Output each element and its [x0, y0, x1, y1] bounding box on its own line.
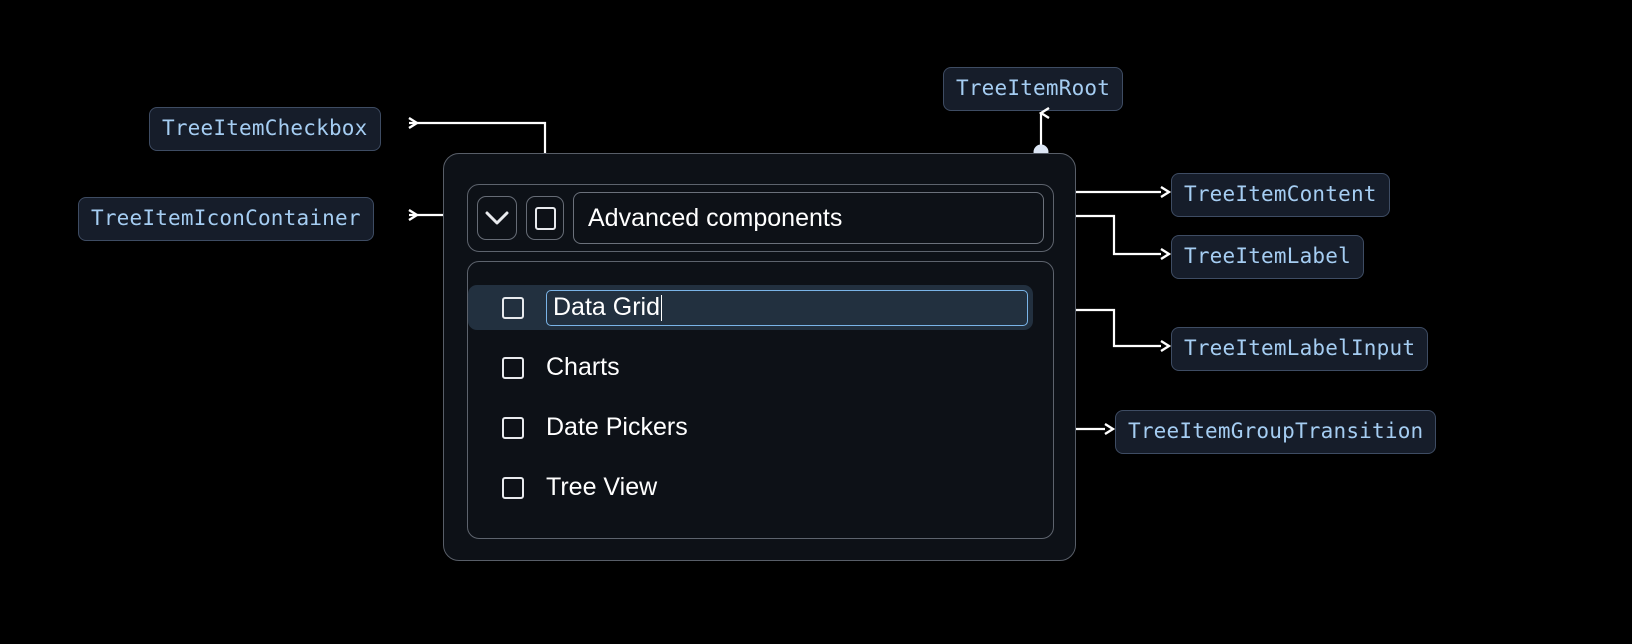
annotation-tree-item-label: TreeItemLabel: [1171, 235, 1364, 279]
tree-item-label-input[interactable]: Data Grid: [546, 289, 1028, 326]
tree-item-label[interactable]: Advanced components: [573, 192, 1044, 244]
tree-item-checkbox[interactable]: [502, 356, 524, 379]
tree-item-label: Date Pickers: [546, 413, 688, 441]
annotation-tree-item-content: TreeItemContent: [1171, 173, 1390, 217]
tree-item-label-input-value: Data Grid: [553, 293, 660, 321]
tree-item-child-row[interactable]: Date Pickers: [468, 405, 1053, 450]
annotation-tree-item-group-transition: TreeItemGroupTransition: [1115, 410, 1437, 454]
annotation-tree-item-icon-container: TreeItemIconContainer: [78, 197, 374, 241]
tree-item-label: Tree View: [546, 473, 658, 501]
tree-item-label: Charts: [546, 353, 620, 381]
chevron-down-icon: [485, 211, 509, 224]
tree-item-checkbox[interactable]: [502, 416, 524, 439]
tree-item-root[interactable]: Advanced components Data Grid Charts Dat…: [443, 153, 1076, 561]
checkbox-square-icon: [534, 206, 556, 230]
tree-item-group-transition: Data Grid Charts Date Pickers Tree View: [467, 261, 1054, 539]
annotation-tree-item-root: TreeItemRoot: [943, 67, 1124, 111]
tree-item-icon-container[interactable]: [477, 196, 517, 240]
tree-item-checkbox[interactable]: [502, 476, 524, 499]
annotation-tree-item-label-input: TreeItemLabelInput: [1171, 327, 1429, 371]
tree-item-child-row[interactable]: Data Grid: [468, 285, 1033, 330]
tree-item-child-row[interactable]: Tree View: [468, 465, 1053, 510]
tree-item-checkbox[interactable]: [526, 196, 564, 240]
annotation-tree-item-checkbox: TreeItemCheckbox: [149, 107, 381, 151]
tree-item-child-row[interactable]: Charts: [468, 345, 1053, 390]
tree-item-checkbox[interactable]: [502, 296, 524, 319]
text-caret: [660, 294, 663, 321]
tree-item-content[interactable]: Advanced components: [467, 184, 1054, 252]
tree-item-label-text: Advanced components: [588, 203, 843, 232]
